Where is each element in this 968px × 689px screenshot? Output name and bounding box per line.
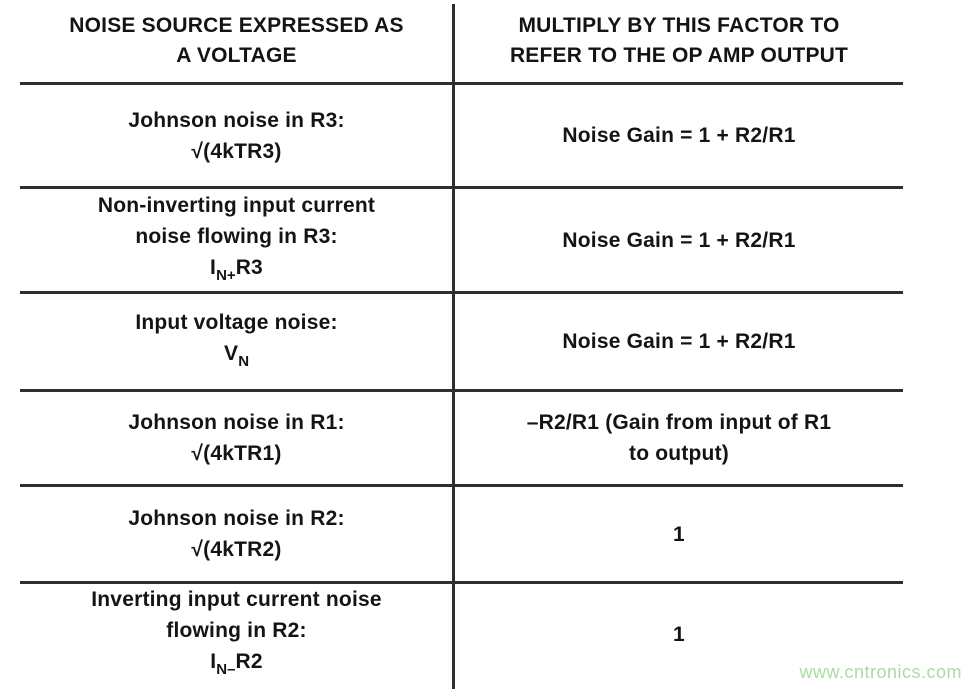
header-left-line1: NOISE SOURCE EXPRESSED AS (69, 14, 404, 37)
row-4-left-formula: √(4kTR1) (191, 442, 282, 465)
row-5-left-line1: Johnson noise in R2: (128, 507, 345, 530)
table-row-5-noise-source: Johnson noise in R2: √(4kTR2) (22, 487, 451, 581)
header-cell-multiply-factor: MULTIPLY BY THIS FACTOR TO REFER TO THE … (457, 0, 901, 82)
row-divider-line (20, 389, 903, 392)
row-4-right-line1: –R2/R1 (Gain from input of R1 (526, 411, 832, 434)
row-4-left-line1: Johnson noise in R1: (128, 411, 345, 434)
formula-base: I (210, 255, 217, 279)
row-divider-line (20, 291, 903, 294)
row-3-left-formula: VN (224, 338, 249, 377)
column-divider-line (452, 4, 455, 689)
table-row-2-noise-source: Non-inverting input current noise flowin… (22, 189, 451, 291)
row-3-right-line1: Noise Gain = 1 + R2/R1 (562, 330, 796, 353)
table-row-4-noise-source: Johnson noise in R1: √(4kTR1) (22, 392, 451, 484)
header-right-line2: REFER TO THE OP AMP OUTPUT (509, 44, 849, 67)
table-row-3-noise-source: Input voltage noise: VN (22, 294, 451, 389)
row-divider-line (20, 484, 903, 487)
formula-suffix: R3 (235, 255, 263, 279)
row-divider-line (20, 581, 903, 584)
row-1-right-line1: Noise Gain = 1 + R2/R1 (562, 124, 796, 147)
formula-base: V (223, 341, 239, 365)
table-row-2-factor: Noise Gain = 1 + R2/R1 (457, 189, 901, 291)
formula-subscript: N– (216, 660, 236, 678)
row-6-right-line1: 1 (673, 622, 685, 646)
header-separator-line (20, 82, 903, 85)
row-2-left-line1: Non-inverting input current (97, 193, 376, 217)
header-left-line2: A VOLTAGE (176, 44, 297, 67)
table-row-1-noise-source: Johnson noise in R3: √(4kTR3) (22, 85, 451, 186)
table-row-6-factor: 1 (457, 584, 901, 684)
table-row-3-factor: Noise Gain = 1 + R2/R1 (457, 294, 901, 389)
row-2-left-formula: IN+R3 (210, 252, 263, 291)
row-3-left-line1: Input voltage noise: (135, 310, 338, 334)
row-6-left-formula: IN–R2 (210, 646, 262, 685)
formula-base: I (210, 649, 217, 673)
row-1-left-line1: Johnson noise in R3: (128, 108, 345, 132)
table-row-6-noise-source: Inverting input current noise flowing in… (22, 584, 451, 684)
formula-subscript: N (238, 352, 250, 370)
watermark-text: www.cntronics.com (799, 662, 962, 682)
row-4-right-line2: to output) (629, 442, 729, 465)
row-1-left-formula: √(4kTR3) (191, 139, 282, 163)
table-row-1-factor: Noise Gain = 1 + R2/R1 (457, 85, 901, 186)
row-6-left-line1: Inverting input current noise (91, 587, 382, 611)
formula-subscript: N+ (216, 266, 236, 284)
row-2-left-line2: noise flowing in R3: (135, 224, 338, 248)
row-2-right-line1: Noise Gain = 1 + R2/R1 (562, 228, 796, 252)
table-row-4-factor: –R2/R1 (Gain from input of R1 to output) (457, 392, 901, 484)
header-right-line1: MULTIPLY BY THIS FACTOR TO (518, 14, 840, 37)
row-5-right-line1: 1 (673, 522, 685, 546)
row-6-left-line2: flowing in R2: (166, 618, 307, 642)
row-divider-line (20, 186, 903, 189)
table-row-5-factor: 1 (457, 487, 901, 581)
row-5-left-formula: √(4kTR2) (191, 538, 282, 561)
header-cell-noise-source: NOISE SOURCE EXPRESSED AS A VOLTAGE (22, 0, 451, 82)
formula-suffix: R2 (235, 649, 263, 673)
